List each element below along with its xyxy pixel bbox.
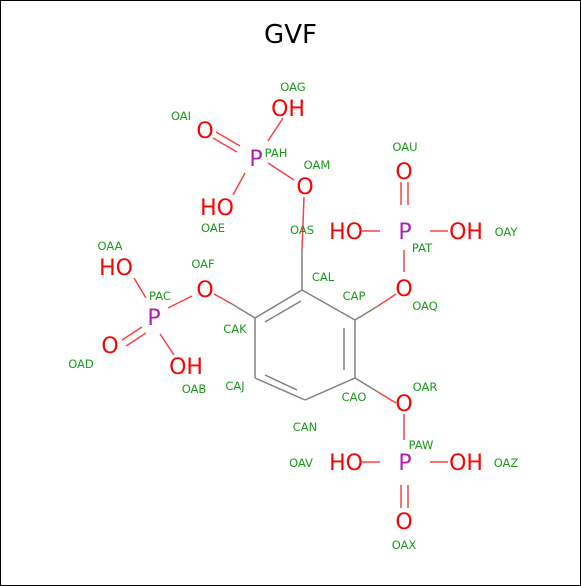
atom-oh-pah-top: OH (271, 97, 305, 122)
bond-cao-oar-c (354, 377, 379, 393)
bond-pah-o-b (212, 137, 238, 153)
bond-pah-ho (232, 172, 246, 196)
label-oav: OAV (289, 456, 313, 470)
atom-o-oaf: O (196, 278, 213, 303)
bond-pah-o-a (215, 131, 241, 147)
label-cap: CAP (343, 289, 366, 303)
bond-pac-ho (133, 277, 147, 299)
bond-inner-can-caj (264, 374, 298, 391)
label-pah: PAH (265, 146, 288, 160)
bond-pah-oh (267, 117, 284, 142)
bond-oar-o (377, 391, 397, 404)
oxygen-bonds (121, 117, 448, 508)
bond-cak-oaf-c (231, 303, 256, 319)
bond-pac-o-b (125, 332, 147, 347)
atom-oh-pac-bottom: OH (169, 355, 203, 380)
label-oas: OAS (290, 223, 314, 237)
benzene-ring (231, 250, 379, 401)
bond-cak-cal (254, 289, 303, 319)
bond-oas-oam (301, 196, 305, 251)
bond-pah-oam (267, 162, 295, 181)
label-oae: OAE (201, 221, 225, 235)
label-oay: OAY (495, 225, 519, 239)
label-oax: OAX (392, 538, 417, 552)
atom-oh-paw-left: HO (329, 451, 363, 476)
atom-oh-paw-right: OH (449, 451, 483, 476)
bond-oaq-o (377, 293, 397, 307)
atom-o-oam: O (296, 175, 313, 200)
label-oau: OAU (392, 140, 417, 154)
atom-o-oar: O (395, 392, 412, 417)
label-cak: CAK (223, 322, 247, 336)
label-oad: OAD (68, 357, 94, 371)
label-oaz: OAZ (494, 456, 519, 470)
atom-o-pat-top: O (395, 160, 412, 185)
bond-cao-can (304, 377, 356, 401)
atom-o-pah: O (196, 119, 213, 144)
label-caj: CAJ (225, 379, 244, 393)
label-oaa: OAA (98, 239, 123, 253)
label-oaf: OAF (191, 257, 214, 271)
atom-p-pat: P (398, 220, 411, 245)
label-oam: OAM (304, 158, 331, 172)
atom-oh-pat-left: HO (329, 220, 363, 245)
atom-o-pac: O (101, 334, 118, 359)
molecule-title: GVF (264, 20, 317, 50)
label-pac: PAC (149, 289, 171, 303)
label-oag: OAG (280, 80, 305, 94)
bond-pac-oaf (167, 295, 193, 309)
atom-p-pac: P (147, 306, 160, 331)
bond-cal-cap (301, 289, 356, 321)
label-cao: CAO (342, 390, 367, 404)
atom-o-paw-bottom: O (395, 510, 412, 535)
label-oai: OAI (171, 109, 191, 123)
bond-pac-oh (159, 333, 175, 356)
atom-p-paw: P (398, 451, 411, 476)
label-pat: PAT (412, 241, 433, 255)
bond-cap-oaq-c (354, 305, 379, 321)
label-paw: PAW (409, 438, 434, 452)
label-oaq: OAQ (412, 299, 438, 313)
atom-oh-pac-top: HO (99, 256, 133, 281)
atom-oh-pat-right: OH (449, 220, 483, 245)
label-can: CAN (293, 420, 318, 434)
bond-inner-cak-cal (264, 300, 302, 323)
atom-o-oaq: O (395, 277, 412, 302)
label-cal: CAL (312, 270, 335, 284)
bond-oaf-o (213, 293, 233, 305)
label-oar: OAR (413, 380, 438, 394)
bond-pac-o-a (121, 326, 143, 341)
atom-oh-pah-bottom: HO (200, 196, 234, 221)
label-oab: OAB (182, 382, 207, 396)
bond-can-caj (254, 377, 306, 401)
atom-p-pah: P (249, 147, 262, 172)
